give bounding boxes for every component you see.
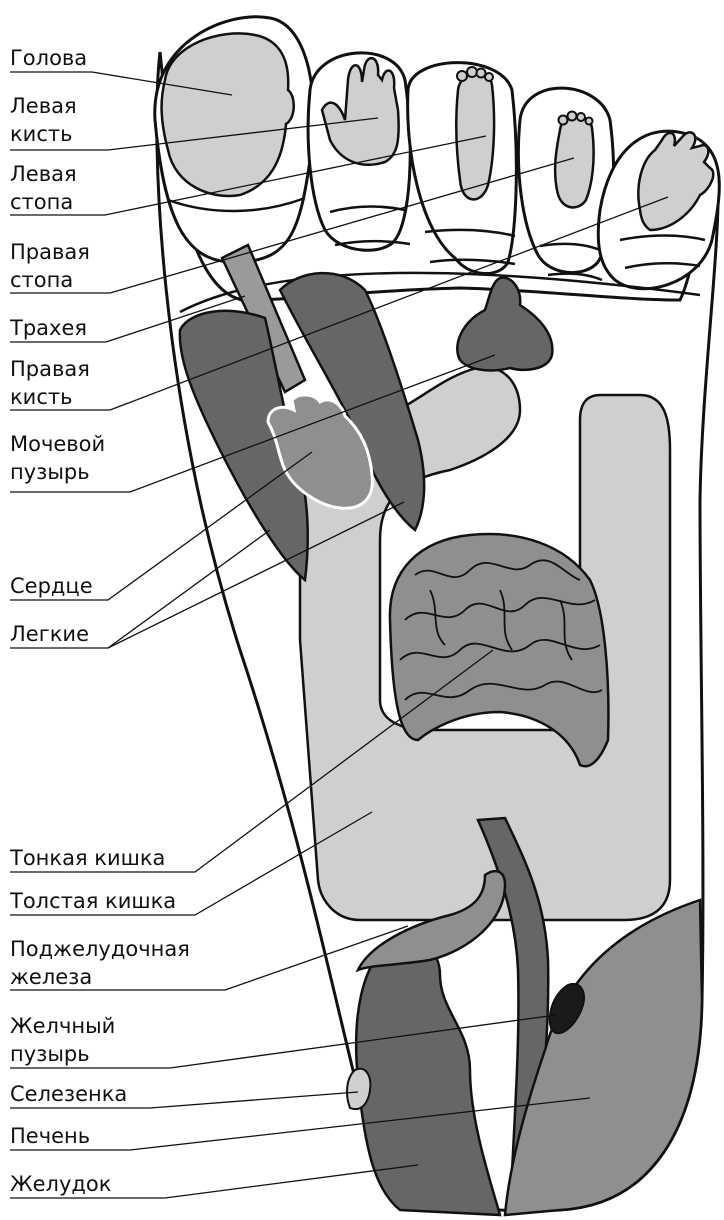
label-left-foot: Левая стопа (10, 160, 77, 216)
label-right-foot-line2: стопа (10, 266, 90, 294)
label-spleen-line1: Селезенка (10, 1080, 127, 1108)
label-small-intestine: Тонкая кишка (10, 844, 165, 872)
label-spleen: Селезенка (10, 1080, 127, 1108)
label-bladder-line1: Мочевой (10, 430, 105, 458)
label-right-hand-line1: Правая (10, 355, 90, 383)
label-gallbladder-line1: Желчный (10, 1012, 115, 1040)
label-left-hand-line2: кисть (10, 120, 77, 148)
label-bladder-line2: пузырь (10, 458, 105, 486)
left-foot-shape (456, 74, 494, 200)
label-small-intestine-line1: Тонкая кишка (10, 844, 165, 872)
label-right-hand-line2: кисть (10, 383, 90, 411)
label-right-foot-line1: Правая (10, 238, 90, 266)
label-right-hand: Правая кисть (10, 355, 90, 411)
label-right-foot: Правая стопа (10, 238, 90, 294)
label-liver: Печень (10, 1122, 90, 1150)
label-left-hand-line1: Левая (10, 92, 77, 120)
label-large-intestine: Толстая кишка (10, 887, 176, 915)
label-trachea-line1: Трахея (10, 314, 87, 342)
label-left-hand: Левая кисть (10, 92, 77, 148)
label-left-foot-line1: Левая (10, 160, 77, 188)
label-heart-line1: Сердце (10, 572, 93, 600)
label-heart: Сердце (10, 572, 93, 600)
label-pancreas-line2: железа (10, 963, 190, 991)
spleen-shape (347, 1069, 370, 1109)
label-trachea: Трахея (10, 314, 87, 342)
label-head-line1: Голова (10, 44, 87, 72)
label-large-intestine-line1: Толстая кишка (10, 887, 176, 915)
label-pancreas-line1: Поджелудочная (10, 935, 190, 963)
label-liver-line1: Печень (10, 1122, 90, 1150)
label-stomach: Желудок (10, 1170, 111, 1198)
label-head: Голова (10, 44, 87, 72)
label-gallbladder-line2: пузырь (10, 1040, 115, 1068)
label-stomach-line1: Желудок (10, 1170, 111, 1198)
label-pancreas: Поджелудочная железа (10, 935, 190, 991)
label-bladder: Мочевой пузырь (10, 430, 105, 486)
label-left-foot-line2: стопа (10, 188, 77, 216)
label-lungs-line1: Легкие (10, 620, 89, 648)
label-gallbladder: Желчный пузырь (10, 1012, 115, 1068)
label-lungs: Легкие (10, 620, 89, 648)
